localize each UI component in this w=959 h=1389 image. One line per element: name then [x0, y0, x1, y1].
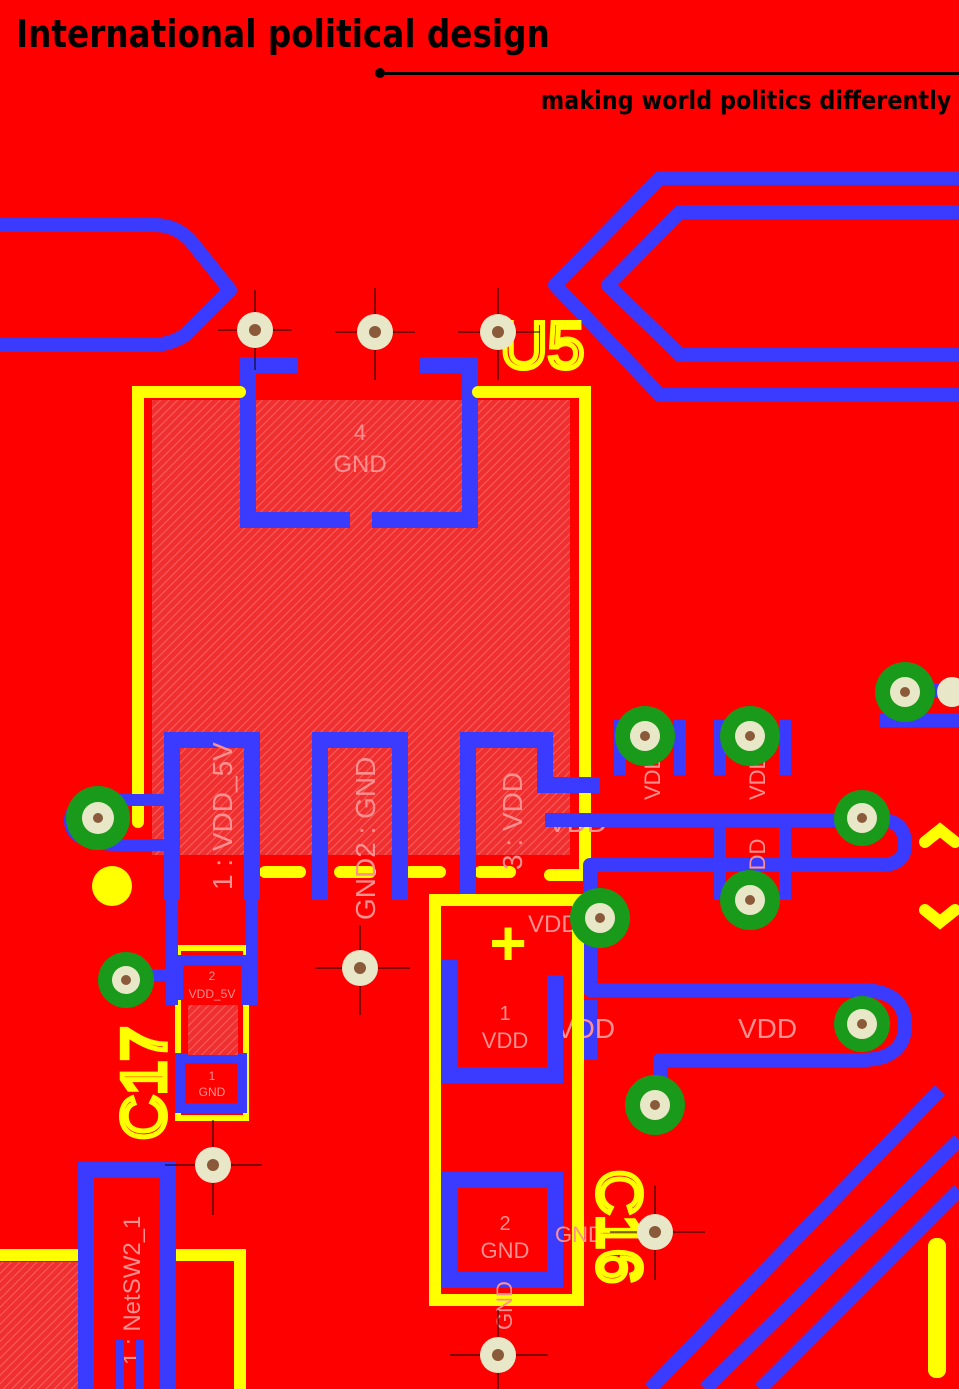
- trace-vdd-bus: [545, 813, 912, 1100]
- u5-pad3-outline: [460, 732, 600, 900]
- u5-pin2-label: GND2 : GND: [350, 757, 381, 920]
- vias: [165, 288, 705, 1389]
- silk-right-bar: [928, 1238, 946, 1378]
- u5-pad4-net: GND: [333, 451, 386, 478]
- c16-bottom-net: GND: [492, 1281, 517, 1330]
- u5-pad4-num: 4: [354, 420, 366, 445]
- sw2-silk: [0, 1249, 246, 1389]
- header-subtitle: making world politics differently: [540, 86, 951, 116]
- silk-chevron-down: [919, 904, 959, 930]
- u5-pad4-top-right: [420, 357, 478, 373]
- u5-pad4-top-left: [240, 357, 298, 373]
- trace-diagonal-1: [644, 1085, 946, 1389]
- trace-diagonal-2: [700, 1135, 959, 1389]
- u5-pad2-outline: [312, 732, 408, 900]
- c16-silk-outline: [429, 894, 584, 1306]
- silk-chevron-up: [919, 822, 959, 848]
- u5-pin3-label: 3 : VDD: [497, 772, 528, 870]
- c16-pad1-net: VDD: [482, 1028, 528, 1053]
- u5-pad1-outline: [164, 732, 260, 900]
- vdd-label-6: VDD: [738, 1013, 797, 1044]
- c17-designator: C17: [110, 1026, 179, 1140]
- c16-polarity: +: [489, 907, 526, 979]
- u5-pad4-outline: [240, 370, 478, 528]
- c17-body: [188, 1005, 238, 1055]
- sw2-pad-outline: [78, 1162, 176, 1389]
- c17-pad1-outline: [175, 1053, 247, 1113]
- c17-silk-outline: [175, 945, 249, 1121]
- sw2-body: [0, 1262, 78, 1389]
- u5-body: [152, 400, 570, 855]
- vdd-label-5: VDD: [556, 1013, 615, 1044]
- trace-top-right-inner: [601, 205, 959, 362]
- c16-pad2-outline: [442, 1172, 563, 1288]
- u5-silk-outline: [132, 386, 591, 881]
- c17-pad1-net: GND: [199, 1085, 226, 1099]
- sw2-trace: [116, 1340, 144, 1389]
- c17-pad1-num: 1: [209, 1069, 216, 1083]
- c17-pin1-marker: [92, 866, 132, 906]
- c16-pad1-num: 1: [499, 1003, 510, 1025]
- c16-pad1-outline: [442, 960, 563, 1083]
- header-rule: [380, 72, 959, 75]
- c17-pad2-num: 2: [209, 969, 216, 983]
- c17-pad2-net: VDD_5V: [189, 987, 236, 1001]
- c16-pad2-num: 2: [499, 1213, 510, 1235]
- c16-pad2-net: GND: [481, 1238, 530, 1263]
- u5-designator: U5: [500, 308, 584, 382]
- trace-diagonal-3: [755, 1185, 959, 1389]
- c16-side-net: GND: [555, 1222, 604, 1247]
- header-title: International political design: [16, 12, 550, 56]
- u5-pin1-label: 1 : VDD_5V: [207, 742, 238, 890]
- pads: [66, 662, 959, 1135]
- trace-top-left: [0, 218, 237, 352]
- trace-top-right-outer: [548, 171, 959, 402]
